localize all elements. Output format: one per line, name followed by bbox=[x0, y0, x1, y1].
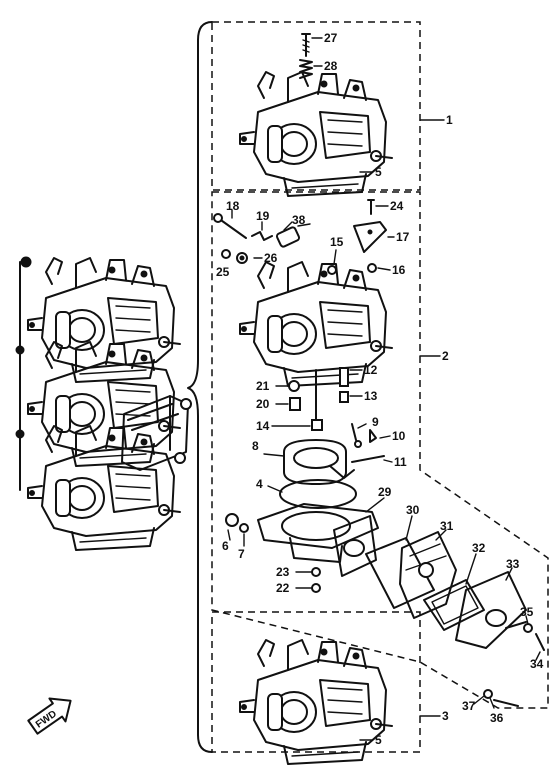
callout-14: 14 bbox=[256, 419, 270, 433]
jet-20 bbox=[289, 397, 301, 411]
callout-6: 6 bbox=[222, 539, 229, 553]
nozzle-14 bbox=[311, 369, 323, 431]
screw-24 bbox=[367, 199, 389, 215]
callout-22: 22 bbox=[276, 581, 290, 595]
callout-28: 28 bbox=[324, 59, 338, 73]
callout-labels: 1 2 3 27 28 5 18 19 38 24 17 15 26 25 16… bbox=[216, 31, 544, 747]
callout-12: 12 bbox=[364, 363, 378, 377]
washer-35 bbox=[523, 623, 533, 633]
carburetor-assembly-3 bbox=[239, 639, 393, 765]
callout-36: 36 bbox=[490, 711, 504, 725]
spring-28 bbox=[299, 59, 323, 79]
callout-20: 20 bbox=[256, 397, 270, 411]
grouping-brace bbox=[187, 21, 213, 753]
gasket-4 bbox=[279, 479, 357, 509]
float-8 bbox=[283, 439, 355, 485]
callout-9: 9 bbox=[372, 415, 379, 429]
screw-22 bbox=[311, 583, 321, 593]
o-ring-16 bbox=[367, 263, 377, 273]
jet-12 bbox=[339, 367, 349, 387]
pilot-screw-18 bbox=[213, 213, 247, 239]
assembly-box-1 bbox=[211, 21, 421, 191]
callout-leaders bbox=[227, 171, 541, 741]
callout-5b: 5 bbox=[375, 733, 382, 747]
callout-33: 33 bbox=[506, 557, 520, 571]
washer-25 bbox=[221, 249, 231, 259]
diaphragm-32 bbox=[423, 579, 485, 631]
plunger-38 bbox=[275, 223, 311, 248]
screw-37 bbox=[483, 689, 493, 699]
callout-34: 34 bbox=[530, 657, 544, 671]
callout-29: 29 bbox=[378, 485, 392, 499]
callout-27: 27 bbox=[324, 31, 338, 45]
callout-10: 10 bbox=[392, 429, 406, 443]
spring-19 bbox=[251, 231, 273, 241]
screw-26 bbox=[236, 252, 248, 264]
callout-21: 21 bbox=[256, 379, 270, 393]
pump-gasket-30 bbox=[365, 537, 435, 609]
o-ring-15 bbox=[327, 265, 337, 275]
screw-34 bbox=[535, 633, 545, 651]
callout-35: 35 bbox=[520, 605, 534, 619]
callout-7: 7 bbox=[238, 547, 245, 561]
fwd-arrow-icon: FWD bbox=[27, 697, 72, 735]
screw-23 bbox=[311, 567, 321, 577]
assembly-box-3 bbox=[211, 611, 421, 753]
float-pin-11 bbox=[351, 455, 385, 463]
jet-21 bbox=[288, 380, 300, 392]
callout-30: 30 bbox=[406, 503, 420, 517]
callout-18: 18 bbox=[226, 199, 240, 213]
pump-cover-33 bbox=[455, 571, 527, 649]
washer-7 bbox=[239, 523, 249, 533]
callout-3: 3 bbox=[442, 709, 449, 723]
callout-13: 13 bbox=[364, 389, 378, 403]
callout-26: 26 bbox=[264, 251, 278, 265]
callout-5a: 5 bbox=[375, 165, 382, 179]
callout-17: 17 bbox=[396, 230, 410, 244]
callout-25: 25 bbox=[216, 265, 230, 279]
callout-19: 19 bbox=[256, 209, 270, 223]
callout-8: 8 bbox=[252, 439, 259, 453]
callout-11: 11 bbox=[394, 455, 407, 469]
callout-2: 2 bbox=[442, 349, 449, 363]
carburetor-assembly-1 bbox=[239, 71, 393, 197]
needle-valve-9 bbox=[351, 423, 362, 448]
pump-body-31 bbox=[399, 531, 457, 619]
callout-15: 15 bbox=[330, 235, 344, 249]
callout-23: 23 bbox=[276, 565, 290, 579]
callout-38: 38 bbox=[292, 213, 306, 227]
screw-36 bbox=[493, 699, 519, 707]
jet-13 bbox=[339, 391, 349, 403]
callout-24: 24 bbox=[390, 199, 404, 213]
screw-6 bbox=[225, 513, 239, 527]
stacked-carburetor-set bbox=[15, 256, 192, 551]
screw-27 bbox=[301, 33, 323, 57]
callout-1: 1 bbox=[446, 113, 453, 127]
callout-4: 4 bbox=[256, 477, 263, 491]
callout-16: 16 bbox=[392, 263, 406, 277]
callout-37: 37 bbox=[462, 699, 476, 713]
assembly-box-2 bbox=[211, 191, 549, 709]
callout-31: 31 bbox=[440, 519, 454, 533]
cover-plate-17 bbox=[353, 221, 387, 253]
clip-10 bbox=[369, 429, 377, 443]
callout-32: 32 bbox=[472, 541, 486, 555]
float-bowl-29 bbox=[257, 503, 379, 577]
